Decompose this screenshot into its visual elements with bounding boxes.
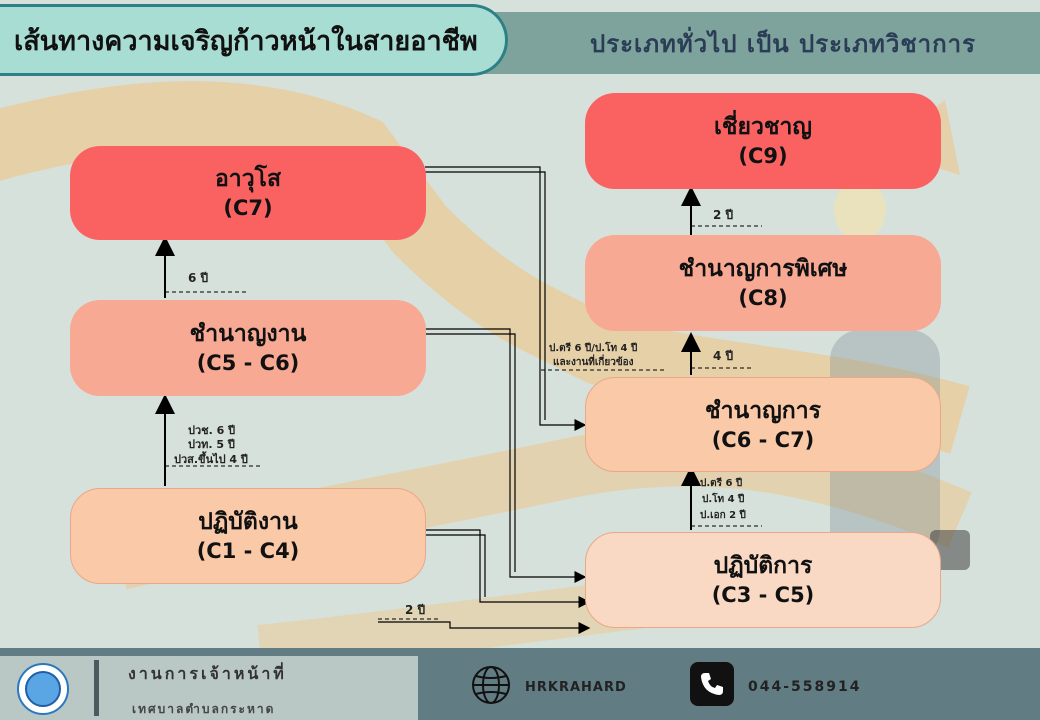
requirement-label: 2 ปี: [713, 208, 734, 222]
requirement-label: ป.โท 4 ปี: [702, 494, 745, 505]
footer-org-subtitle: เทศบาลตำบลกระหาด: [132, 702, 276, 716]
level-code: (C7): [223, 196, 273, 220]
requirement-label: ปวช. 6 ปี: [188, 424, 236, 437]
level-title: ชำนาญการพิเศษ: [678, 256, 848, 282]
requirement-label: และงานที่เกี่ยวข้อง: [553, 357, 634, 368]
requirement-label: 2 ปี: [405, 603, 426, 617]
level-code: (C9): [738, 144, 788, 168]
footer-divider: [94, 660, 99, 716]
header-title-bar: เส้นทางความเจริญก้าวหน้าในสายอาชีพ: [0, 4, 508, 76]
requirement-label: ป.เอก 2 ปี: [700, 510, 746, 521]
requirement-label: ป.ตรี 6 ปี: [700, 478, 743, 489]
requirement-label: 6 ปี: [188, 271, 209, 285]
requirement-label: ป.ตรี 6 ปี/ป.โท 4 ปี: [549, 343, 638, 354]
footer-org-panel: [0, 656, 418, 720]
globe-icon: [472, 666, 510, 704]
level-box-c6-c7: ชำนาญการ (C6 - C7): [585, 377, 941, 472]
level-title: เชี่ยวชาญ: [714, 114, 812, 140]
footer-website[interactable]: HRKRAHARD: [525, 680, 627, 695]
level-title: ปฏิบัติการ: [713, 553, 813, 579]
level-code: (C8): [738, 286, 788, 310]
level-box-c5-c6: ชำนาญงาน (C5 - C6): [70, 300, 426, 396]
level-code: (C5 - C6): [196, 351, 300, 375]
requirement-label: ปวส.ขึ้นไป 4 ปี: [174, 453, 248, 466]
header-subtitle-bar: ประเภททั่วไป เป็น ประเภทวิชาการ: [470, 12, 1040, 74]
level-box-c3-c5: ปฏิบัติการ (C3 - C5): [585, 532, 941, 628]
footer-org-title: งานการเจ้าหน้าที่: [128, 664, 287, 683]
level-box-c8: ชำนาญการพิเศษ (C8): [585, 235, 941, 331]
level-code: (C3 - C5): [711, 583, 815, 607]
level-code: (C6 - C7): [711, 427, 815, 452]
level-code: (C1 - C4): [196, 539, 300, 563]
level-title: ปฏิบัติงาน: [198, 509, 298, 535]
level-box-c7: อาวุโส (C7): [70, 146, 426, 240]
footer-phone[interactable]: 044-558914: [748, 679, 862, 695]
footer-wedge: [360, 656, 418, 720]
municipality-logo: [17, 663, 69, 715]
level-title: อาวุโส: [214, 166, 282, 192]
level-box-c9: เชี่ยวชาญ (C9): [585, 93, 941, 189]
requirement-label: 4 ปี: [713, 349, 734, 363]
level-title: ชำนาญการ: [705, 397, 821, 424]
phone-icon: [690, 662, 734, 706]
page-title: เส้นทางความเจริญก้าวหน้าในสายอาชีพ: [14, 25, 478, 57]
level-title: ชำนาญงาน: [189, 321, 307, 347]
level-box-c1-c4: ปฏิบัติงาน (C1 - C4): [70, 488, 426, 584]
requirement-label: ปวท. 5 ปี: [188, 438, 235, 451]
header-subtitle: ประเภททั่วไป เป็น ประเภทวิชาการ: [589, 29, 976, 58]
